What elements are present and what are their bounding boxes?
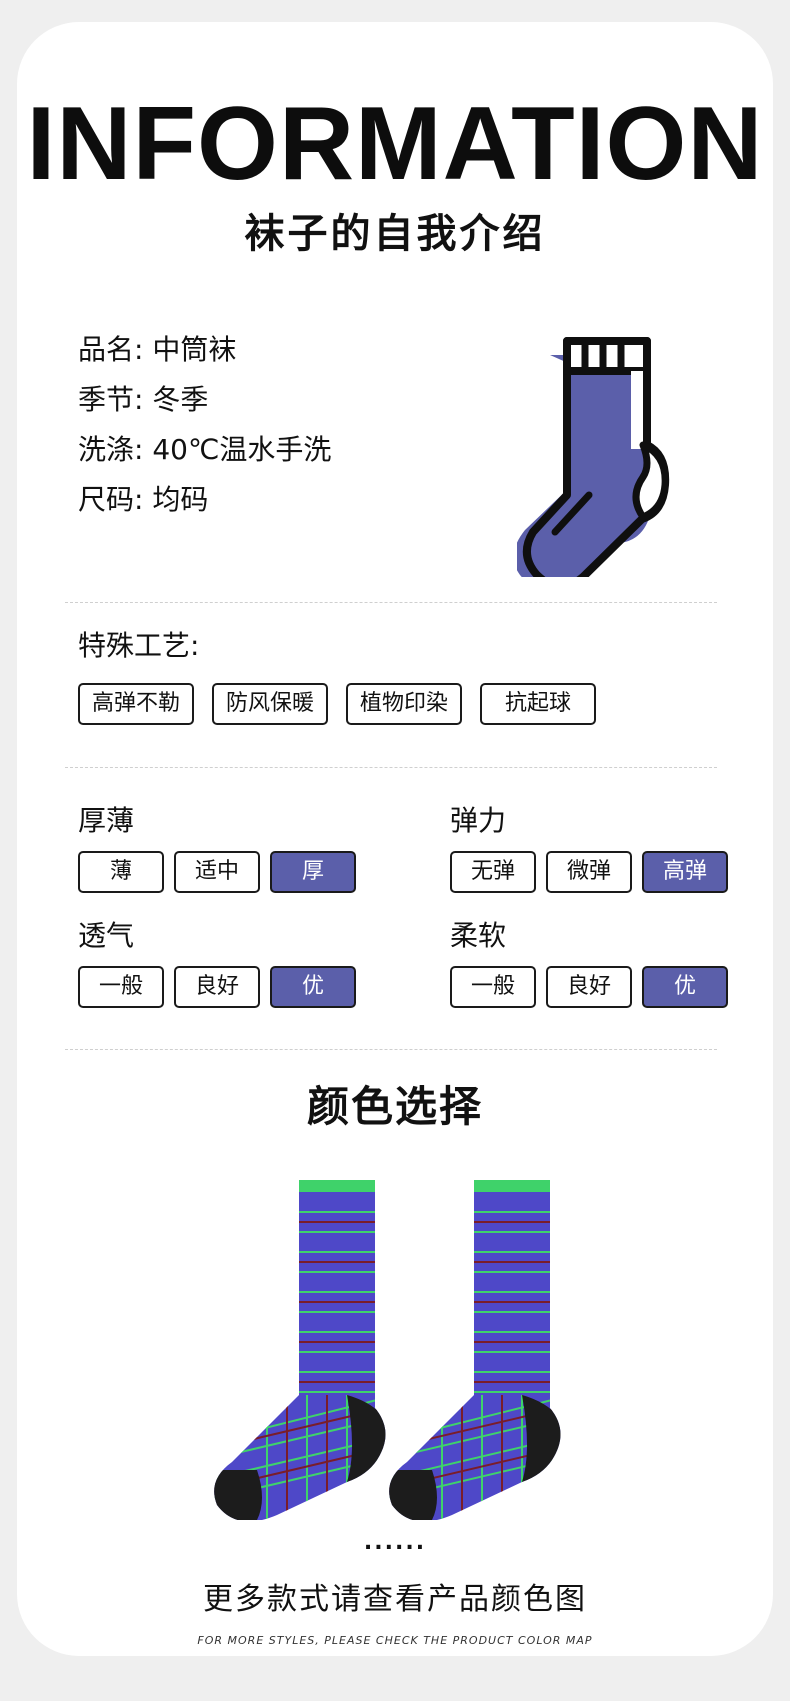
elasticity-label: 弹力 [450,804,507,837]
rating-option: 微弹 [546,851,632,893]
more-dots: ...... [363,1530,427,1555]
rating-option: 一般 [78,966,164,1008]
info-card: INFORMATION 袜子的自我介绍 品名: 中筒袜 季节: 冬季 洗涤: 4… [17,22,773,1656]
info-row-name: 品名: 中筒袜 [78,333,237,366]
elasticity-rating: 无弹 微弹 高弹 [450,851,728,893]
rating-option: 厚 [270,851,356,893]
softness-rating: 一般 良好 优 [450,966,728,1008]
page-subtitle: 袜子的自我介绍 [244,211,546,257]
craft-tag-list: 高弹不勒 防风保暖 植物印染 抗起球 [78,683,596,725]
info-row-season: 季节: 冬季 [78,383,209,416]
craft-tag: 防风保暖 [212,683,328,725]
color-section-title: 颜色选择 [306,1082,483,1131]
sock-photo-left [214,1180,386,1520]
softness-label: 柔软 [450,919,507,952]
rating-option: 高弹 [642,851,728,893]
product-info-list: 品名: 中筒袜 季节: 冬季 洗涤: 40℃温水手洗 尺码: 均码 [78,325,331,525]
breathability-rating: 一般 良好 优 [78,966,356,1008]
rating-option: 一般 [450,966,536,1008]
rating-option: 良好 [174,966,260,1008]
more-styles-text-en: FOR MORE STYLES, PLEASE CHECK THE PRODUC… [197,1634,593,1647]
thickness-label: 厚薄 [78,804,135,837]
info-label: 品名 [78,333,135,366]
info-row-size: 尺码: 均码 [78,483,209,516]
craft-label: 特殊工艺: [78,629,200,662]
divider [65,1049,717,1050]
craft-tag: 植物印染 [346,683,462,725]
info-row-wash: 洗涤: 40℃温水手洗 [78,433,332,466]
rating-option: 优 [270,966,356,1008]
rating-option: 良好 [546,966,632,1008]
sock-icon [517,337,670,577]
info-value: 冬季 [152,383,209,416]
info-label: 尺码 [78,483,135,516]
info-value: 40℃温水手洗 [152,433,332,466]
thickness-rating: 薄 适中 厚 [78,851,356,893]
breathability-label: 透气 [78,919,135,952]
rating-option: 薄 [78,851,164,893]
rating-option: 优 [642,966,728,1008]
craft-tag: 抗起球 [480,683,596,725]
info-label: 季节 [78,383,135,416]
info-value: 均码 [152,483,209,516]
info-label: 洗涤 [78,433,135,466]
info-value: 中筒袜 [152,333,237,366]
rating-option: 适中 [174,851,260,893]
divider [65,767,717,768]
craft-tag: 高弹不勒 [78,683,194,725]
more-styles-text: 更多款式请查看产品颜色图 [203,1582,587,1617]
sock-photo-right [389,1180,561,1520]
page-title: INFORMATION [26,86,764,202]
rating-option: 无弹 [450,851,536,893]
divider [65,602,717,603]
